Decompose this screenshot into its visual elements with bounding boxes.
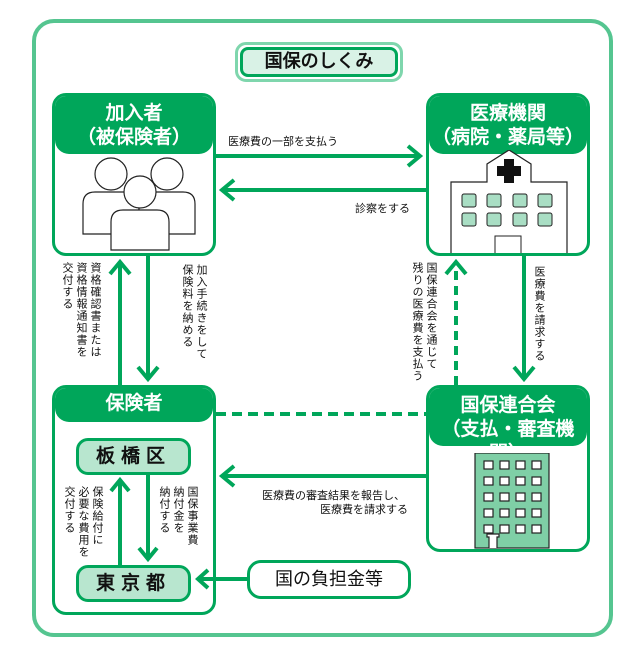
arrowhead-insured-to-insurer xyxy=(136,365,160,383)
node-federation: 国保連合会 （支払・審査機関） xyxy=(426,385,590,552)
arrowhead-insurer-to-insured xyxy=(108,258,132,276)
cross-horizontal xyxy=(497,166,521,176)
node-medical-title: 医療機関 xyxy=(469,102,546,124)
arrowhead-tokyo-to-itabashi xyxy=(109,476,131,493)
arrowhead-medical-to-federation xyxy=(512,365,536,383)
label-federation-to-insurer-line1: 医療費の審査結果を報告し、 xyxy=(262,489,405,502)
node-federation-header: 国保連合会 （支払・審査機関） xyxy=(429,388,587,464)
arrowhead-medical-to-insured xyxy=(218,178,236,202)
node-federation-title: 国保連合会 xyxy=(460,394,556,416)
title-outer-border xyxy=(235,42,403,82)
label-medical-to-insured: 診察をする xyxy=(355,202,410,215)
arrowhead-federation-to-insurer xyxy=(218,464,236,488)
node-insured: 加入者 （被保険者） xyxy=(52,93,216,256)
node-national: 国の負担金等 xyxy=(247,560,411,599)
page-title: 国保のしくみ xyxy=(240,47,398,77)
label-federation-to-medical: 国保連合会を通じて 残りの医療費を支払う xyxy=(411,262,438,382)
node-insured-title: 加入者 xyxy=(105,102,163,124)
hospital-icon xyxy=(450,150,568,253)
label-tokyo-to-itabashi: 保険給付に 必要な費用を 交付する xyxy=(63,486,104,558)
arrowhead-national-to-tokyo xyxy=(195,568,210,590)
arrowhead-insured-to-medical xyxy=(406,144,424,168)
label-insurer-to-insured: 資格確認書または 資格情報通知書を 交付する xyxy=(61,262,102,358)
node-tokyo: 東京都 xyxy=(76,565,191,602)
node-medical-header: 医療機関 （病院・薬局等） xyxy=(429,96,587,154)
label-itabashi-to-tokyo: 国保事業費 納付金を 納付する xyxy=(158,486,199,546)
node-itabashi: 板橋区 xyxy=(76,438,191,475)
arrowhead-federation-to-medical xyxy=(444,258,468,276)
label-insured-to-medical: 医療費の一部を支払う xyxy=(228,135,338,148)
node-medical: 医療機関 （病院・薬局等） xyxy=(426,93,590,256)
people-icon xyxy=(82,157,196,251)
arrowhead-itabashi-to-tokyo xyxy=(137,546,159,563)
building-windows xyxy=(483,460,542,534)
label-federation-to-insurer-line2: 医療費を請求する xyxy=(320,503,408,516)
label-insured-to-insurer: 加入手続きをして 保険料を納める xyxy=(181,264,208,360)
node-insured-subtitle: （被保険者） xyxy=(76,126,191,148)
node-medical-subtitle: （病院・薬局等） xyxy=(431,126,584,148)
label-medical-to-federation: 医療費を請求する xyxy=(533,266,546,362)
node-insurer-header: 保険者 xyxy=(55,388,213,422)
office-building-icon xyxy=(474,453,550,549)
node-insured-header: 加入者 （被保険者） xyxy=(55,96,213,154)
diagram-frame xyxy=(32,19,613,637)
